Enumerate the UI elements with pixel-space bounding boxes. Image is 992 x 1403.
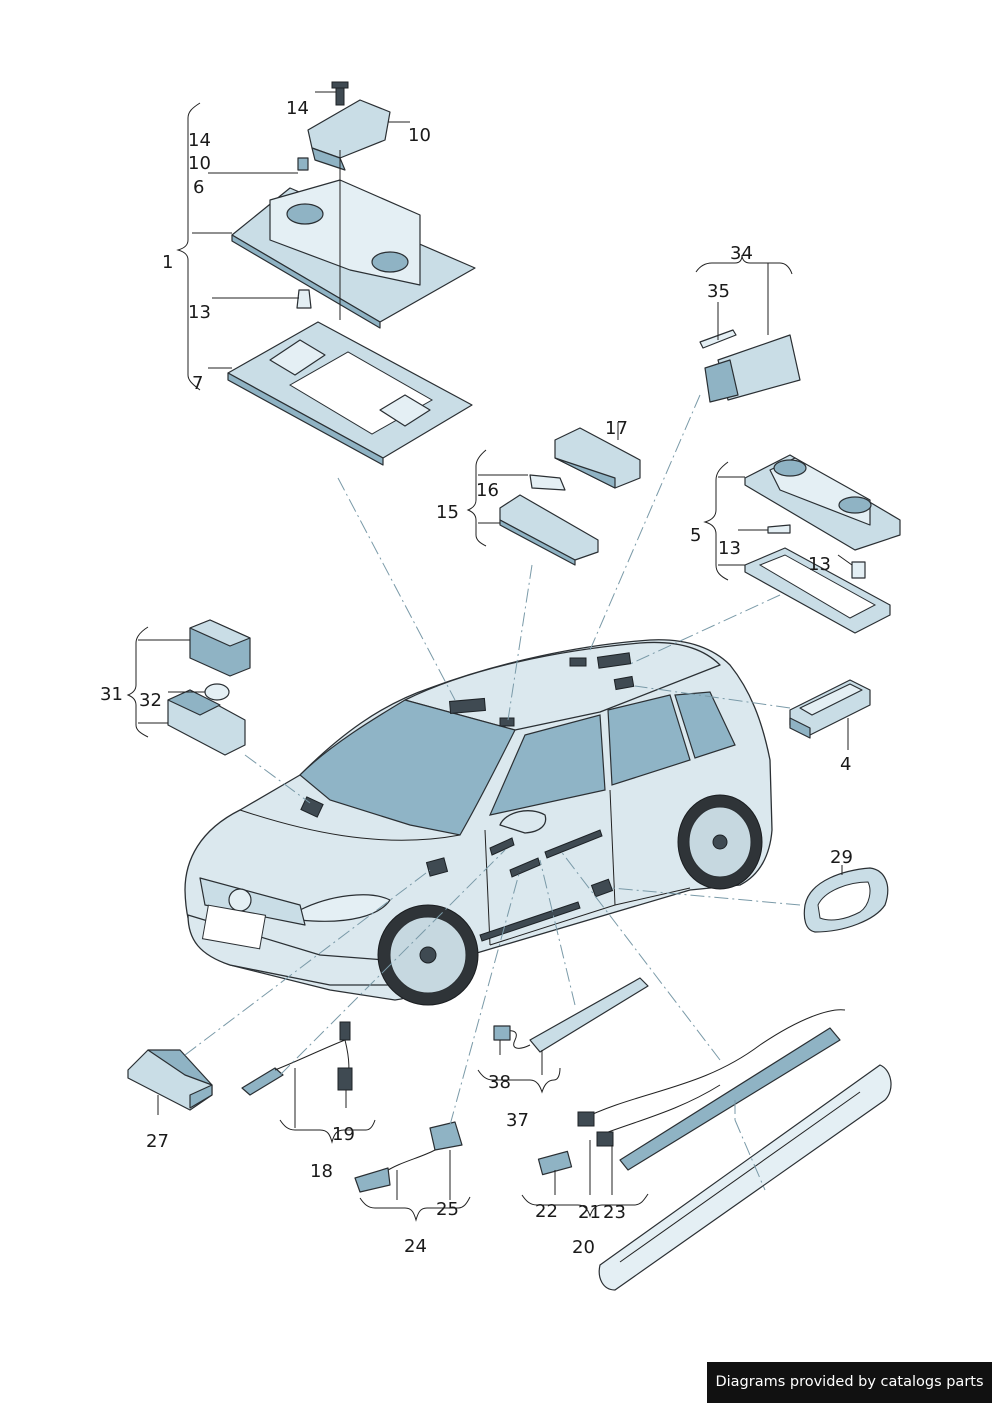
label-21: 21 <box>578 1202 601 1223</box>
attribution-banner: Diagrams provided by catalogs parts <box>707 1362 992 1403</box>
label-10: 10 <box>188 153 211 174</box>
label-13: 13 <box>808 554 831 575</box>
label-5: 5 <box>690 525 701 546</box>
label-35: 35 <box>707 281 730 302</box>
callout-lines <box>184 394 801 1191</box>
label-16: 16 <box>476 480 499 501</box>
label-38: 38 <box>488 1072 511 1093</box>
part-37-strip <box>493 977 649 1053</box>
part-29-handle-lamp <box>803 867 889 933</box>
part-5-console <box>744 454 901 634</box>
label-31: 31 <box>100 684 123 705</box>
part-number-labels: 14 10 6 1 13 7 14 10 34 35 17 16 15 5 13… <box>100 98 853 1258</box>
label-14: 14 <box>188 130 211 151</box>
label-32: 32 <box>139 690 162 711</box>
label-13: 13 <box>718 538 741 559</box>
label-23: 23 <box>603 1202 626 1223</box>
label-20: 20 <box>572 1237 595 1258</box>
part-15-17-lamps <box>499 427 641 566</box>
label-27: 27 <box>146 1131 169 1152</box>
label-10: 10 <box>408 125 431 146</box>
part-34-lamp <box>699 329 801 403</box>
label-1: 1 <box>162 252 173 273</box>
part-20-sill-assembly <box>537 1009 892 1291</box>
label-7: 7 <box>192 373 203 394</box>
label-24: 24 <box>404 1236 427 1257</box>
label-18: 18 <box>310 1161 333 1182</box>
label-19: 19 <box>332 1124 355 1145</box>
label-22: 22 <box>535 1201 558 1222</box>
part-31-32-lamp <box>167 619 251 756</box>
part-18-harness <box>241 1021 353 1096</box>
car-illustration <box>184 639 773 1006</box>
label-34: 34 <box>730 243 753 264</box>
part-24-harness <box>354 1121 463 1193</box>
label-29: 29 <box>830 847 853 868</box>
label-6: 6 <box>193 177 204 198</box>
label-14: 14 <box>286 98 309 119</box>
label-25: 25 <box>436 1199 459 1220</box>
label-37: 37 <box>506 1110 529 1131</box>
label-13: 13 <box>188 302 211 323</box>
label-4: 4 <box>840 754 851 775</box>
part-4-lamp <box>789 679 871 739</box>
part-1-roof-console-assembly <box>227 81 476 466</box>
label-15: 15 <box>436 502 459 523</box>
leader-lines <box>126 91 853 1222</box>
label-17: 17 <box>605 418 628 439</box>
part-27-lamp <box>127 1049 213 1111</box>
